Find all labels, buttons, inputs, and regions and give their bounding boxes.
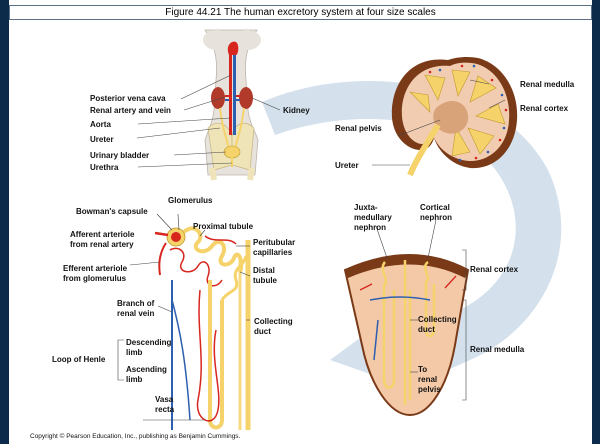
label-distal-tubule-1: Distal [253,266,275,275]
label-renal-pelvis: Renal pelvis [335,124,382,133]
label-collecting-duct-nephron-1: Collecting [254,317,293,326]
label-ascending-limb-2: limb [126,375,143,384]
label-vasa-recta-2: recta [155,405,175,414]
label-bowmans-capsule: Bowman's capsule [76,207,148,216]
label-collecting-duct-section-2: duct [418,325,435,334]
label-branch-renal-vein-2: renal vein [117,309,154,318]
label-renal-artery-vein: Renal artery and vein [90,106,171,115]
body-leader-lines [137,75,280,167]
label-juxtamedullary-2: medullary [354,213,392,222]
label-to-renal-pelvis-1: To [418,365,427,374]
label-loop-of-henle: Loop of Henle [52,355,106,364]
label-renal-cortex-section: Renal cortex [470,265,519,274]
label-efferent-arteriole-1: Efferent arteriole [63,264,128,273]
label-afferent-arteriole-2: from renal artery [70,240,134,249]
label-urethra: Urethra [90,163,119,172]
label-peritubular-1: Peritubular [253,238,295,247]
label-branch-renal-vein-1: Branch of [117,299,155,308]
label-ureter-kidney: Ureter [335,161,359,170]
label-posterior-vena-cava: Posterior vena cava [90,94,166,103]
label-glomerulus: Glomerulus [168,196,213,205]
label-to-renal-pelvis-3: pelvis [418,385,441,394]
label-juxtamedullary-3: nephron [354,223,386,232]
label-aorta: Aorta [90,120,111,129]
label-vasa-recta-1: Vasa [155,395,174,404]
label-ureter-body: Ureter [90,135,114,144]
label-kidney: Kidney [283,106,310,115]
label-peritubular-2: capillaries [253,248,293,257]
label-to-renal-pelvis-2: renal [418,375,437,384]
label-ascending-limb-1: Ascending [126,365,167,374]
label-renal-cortex-top: Renal cortex [520,104,569,113]
label-juxtamedullary-1: Juxta- [354,203,378,212]
label-efferent-arteriole-2: from glomerulus [63,274,127,283]
label-renal-medulla-section: Renal medulla [470,345,525,354]
label-distal-tubule-2: tubule [253,276,278,285]
copyright-notice: Copyright © Pearson Education, Inc., pub… [30,432,241,440]
label-descending-limb-1: Descending [126,338,171,347]
label-collecting-duct-section-1: Collecting [418,315,457,324]
label-descending-limb-2: limb [126,348,143,357]
kidney-section [392,57,517,175]
body-illustration [203,30,261,180]
label-cortical-nephron-1: Cortical [420,203,450,212]
label-urinary-bladder: Urinary bladder [90,151,149,160]
label-cortical-nephron-2: nephron [420,213,452,222]
label-renal-medulla-top: Renal medulla [520,80,575,89]
label-afferent-arteriole-1: Afferent arteriole [70,230,135,239]
renal-section [345,255,468,415]
label-collecting-duct-nephron-2: duct [254,327,271,336]
label-proximal-tubule: Proximal tubule [193,222,254,231]
